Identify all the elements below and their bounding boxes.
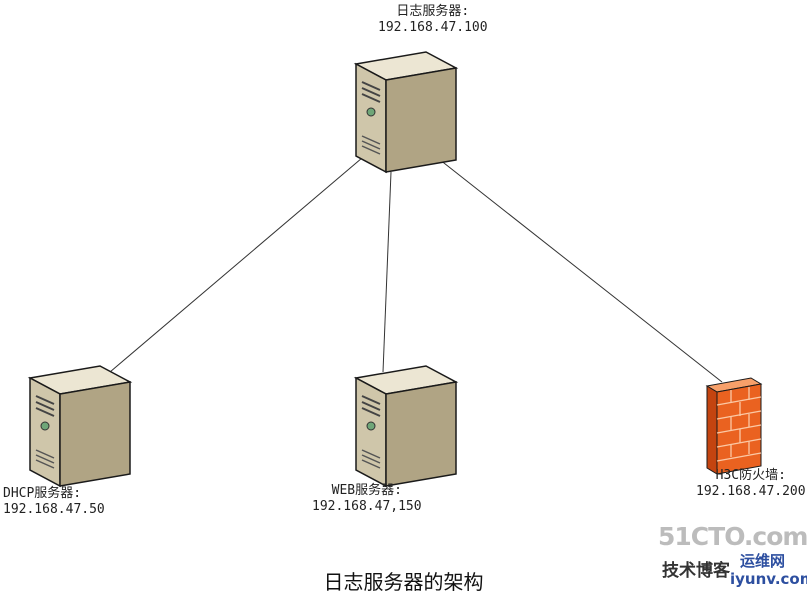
dhcp-server-name: DHCP服务器: (3, 486, 82, 501)
firewall-icon (706, 377, 762, 475)
watermark-site: 51CTO.com (658, 522, 807, 551)
web-server-ip: 192.168.47,150 (312, 499, 422, 514)
watermark-line2: 运维网 (740, 552, 786, 570)
dhcp-server-icon (29, 365, 131, 487)
watermark-line3: iyunv.com (730, 570, 807, 588)
firewall-ip: 192.168.47.200 (696, 484, 806, 499)
web-server-icon (355, 365, 457, 487)
log-server-ip: 192.168.47.100 (378, 20, 488, 35)
web-server-name: WEB服务器: (331, 483, 402, 498)
firewall-label: H3C防火墙: 192.168.47.200 (696, 468, 806, 500)
firewall-name: H3C防火墙: (715, 468, 786, 483)
dhcp-server-ip: 192.168.47.50 (3, 502, 105, 517)
link-log-web (382, 171, 392, 373)
dhcp-server-label: DHCP服务器: 192.168.47.50 (3, 486, 105, 518)
link-log-dhcp (109, 157, 363, 373)
watermark: 51CTO.com 技术博客 运维网 iyunv.com (650, 522, 807, 592)
link-log-firewall (429, 151, 723, 383)
log-server-name: 日志服务器: (396, 4, 470, 19)
watermark-line1: 技术博客 (662, 561, 730, 581)
log-server-icon (355, 51, 457, 173)
web-server-label: WEB服务器: 192.168.47,150 (312, 483, 422, 515)
diagram-caption: 日志服务器的架构 (323, 570, 484, 594)
log-server-label: 日志服务器: 192.168.47.100 (378, 4, 488, 36)
